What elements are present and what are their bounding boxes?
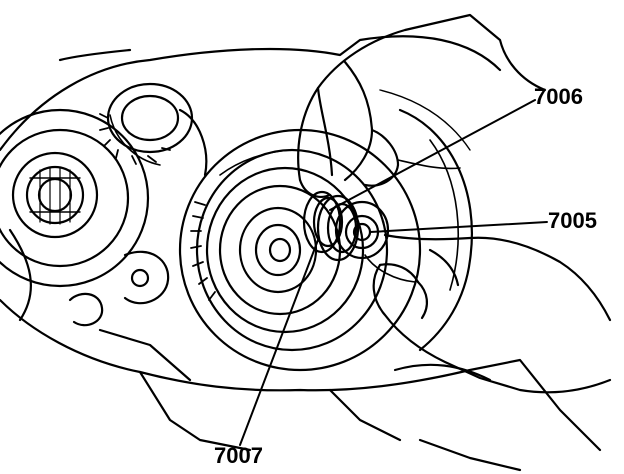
leader-7005 (369, 221, 548, 233)
leader-7007 (239, 239, 319, 446)
callout-7005: 7005 (548, 208, 597, 233)
right-housing-arcs (379, 89, 473, 352)
callout-7006: 7006 (534, 84, 583, 109)
lower-hand (364, 233, 612, 394)
thrust-washer-7006 (302, 190, 344, 254)
callout-7007: 7007 (214, 443, 263, 468)
left-shaft-gear (0, 108, 150, 288)
main-bore (178, 128, 422, 372)
idler-gear (99, 82, 194, 166)
transmission-housing (0, 35, 602, 472)
leader-lines (239, 99, 548, 446)
leader-7006 (329, 99, 536, 211)
